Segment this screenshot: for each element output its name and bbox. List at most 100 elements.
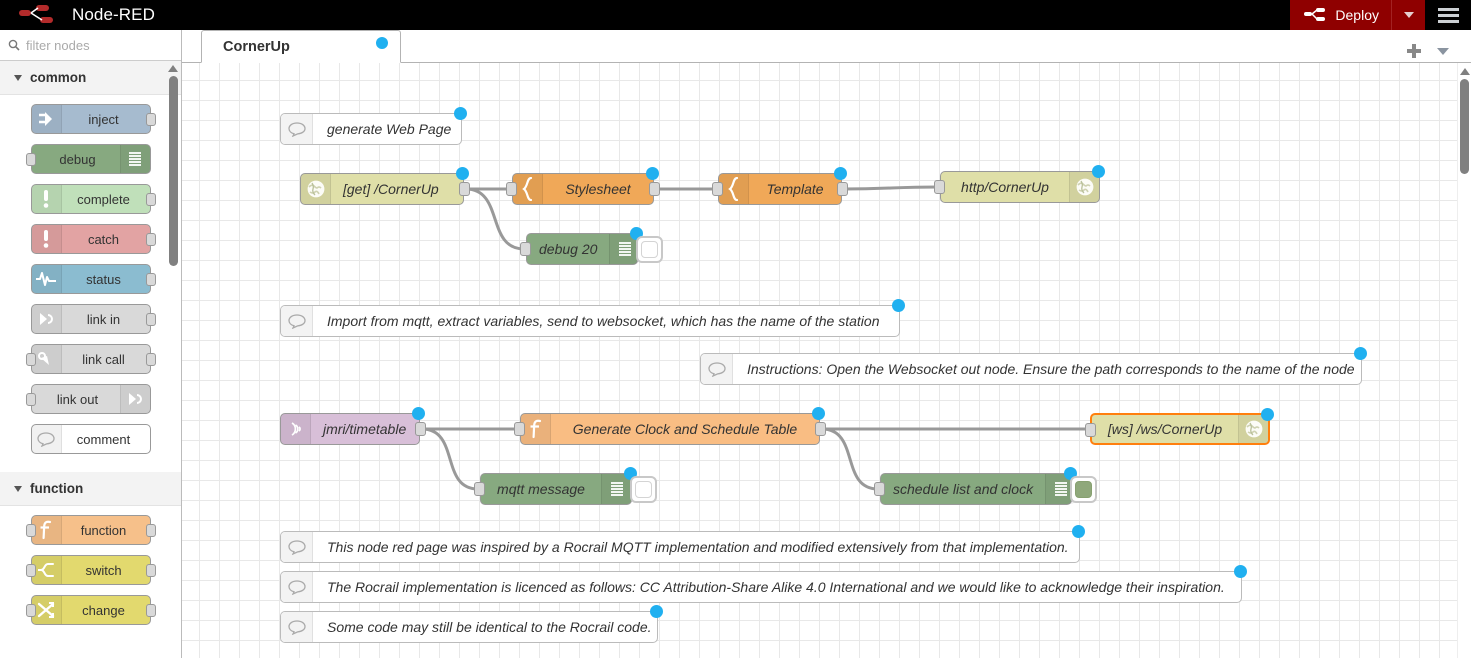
node-http-response-cornerup[interactable]: http/CornerUp bbox=[934, 165, 1105, 203]
palette-category-label: function bbox=[30, 481, 84, 496]
app-header: Node-RED Deploy bbox=[0, 0, 1471, 30]
palette-node-change[interactable]: change bbox=[25, 595, 156, 625]
node-debug-mqtt-message[interactable]: mqtt message bbox=[474, 467, 657, 505]
comment-text: Import from mqtt, extract variables, sen… bbox=[327, 313, 880, 329]
palette-node-port-out bbox=[145, 353, 156, 366]
node-label: mqtt message bbox=[497, 481, 585, 497]
scroll-up-icon[interactable] bbox=[1459, 68, 1470, 75]
debug-toggle-button[interactable] bbox=[630, 476, 657, 503]
comment-instructions[interactable]: Instructions: Open the Websocket out nod… bbox=[700, 347, 1367, 385]
node-template-stylesheet[interactable]: Stylesheet bbox=[506, 167, 660, 205]
changed-indicator bbox=[412, 407, 425, 420]
wire[interactable] bbox=[421, 427, 479, 491]
comment-identical-code[interactable]: Some code may still be identical to the … bbox=[280, 605, 663, 643]
node-port-in[interactable] bbox=[520, 242, 531, 256]
palette-node-complete[interactable]: complete bbox=[30, 184, 156, 214]
palette-node-switch[interactable]: switch bbox=[25, 555, 156, 585]
deploy-options-button[interactable] bbox=[1391, 0, 1425, 30]
comment-licence[interactable]: The Rocrail implementation is licenced a… bbox=[280, 565, 1247, 603]
palette-node-port-out bbox=[145, 524, 156, 537]
palette-node-inject[interactable]: inject bbox=[30, 104, 156, 134]
tab-changed-indicator bbox=[376, 37, 388, 49]
node-port-in[interactable] bbox=[874, 482, 885, 496]
node-websocket-out-cornerup[interactable]: [ws] /ws/CornerUp bbox=[1085, 408, 1274, 445]
comment-import-from-mqtt[interactable]: Import from mqtt, extract variables, sen… bbox=[280, 299, 905, 337]
palette-node-link-out[interactable]: link out bbox=[25, 384, 151, 414]
link-call-icon bbox=[31, 345, 62, 373]
comment-bubble-icon bbox=[281, 572, 313, 602]
palette-node-debug[interactable]: debug bbox=[25, 144, 151, 174]
hamburger-menu-icon bbox=[1437, 19, 1459, 23]
palette-node-label: link in bbox=[86, 311, 121, 327]
node-port-in[interactable] bbox=[1085, 423, 1096, 437]
node-port-in[interactable] bbox=[712, 182, 723, 196]
tab-label: CornerUp bbox=[223, 38, 290, 55]
wire[interactable] bbox=[821, 427, 879, 491]
palette-category-common[interactable]: common bbox=[0, 61, 181, 95]
palette-node-label: link call bbox=[82, 351, 125, 367]
link-in-icon bbox=[31, 305, 62, 333]
node-port-out[interactable] bbox=[459, 182, 470, 196]
function-f-icon bbox=[521, 414, 551, 444]
palette-node-comment[interactable]: comment bbox=[30, 424, 151, 454]
palette-node-label: function bbox=[80, 522, 127, 538]
filter-nodes-input[interactable] bbox=[26, 37, 166, 53]
flow-list-menu-button[interactable] bbox=[1437, 47, 1449, 55]
node-http-in-cornerup[interactable]: [get] /CornerUp bbox=[300, 167, 470, 205]
node-mqtt-in-jmri-timetable[interactable]: jmri/timetable bbox=[280, 407, 426, 445]
scroll-up-icon[interactable] bbox=[168, 65, 178, 72]
tab-cornerup[interactable]: CornerUp bbox=[201, 30, 401, 63]
comment-bubble-icon bbox=[31, 425, 62, 453]
changed-indicator bbox=[834, 167, 847, 180]
palette-node-port-out bbox=[145, 604, 156, 617]
node-function-generate-clock[interactable]: Generate Clock and Schedule Table bbox=[514, 407, 826, 445]
node-port-in[interactable] bbox=[474, 482, 485, 496]
palette-node-function[interactable]: function bbox=[25, 515, 156, 545]
comment-generate-web-page[interactable]: generate Web Page bbox=[280, 107, 467, 145]
palette-node-status[interactable]: status bbox=[30, 264, 156, 294]
canvas-scrollbar[interactable] bbox=[1457, 63, 1471, 658]
node-debug-schedule-list-and-clock[interactable]: schedule list and clock bbox=[874, 467, 1097, 505]
scrollbar-thumb[interactable] bbox=[168, 76, 178, 266]
wire[interactable] bbox=[843, 185, 939, 191]
palette-node-link-in[interactable]: link in bbox=[30, 304, 156, 334]
mqtt-waves-icon bbox=[281, 414, 311, 444]
node-port-out[interactable] bbox=[649, 182, 660, 196]
main-menu-button[interactable] bbox=[1425, 0, 1471, 30]
scrollbar-thumb[interactable] bbox=[1460, 79, 1469, 174]
comment-bubble-icon bbox=[281, 306, 313, 336]
node-port-in[interactable] bbox=[934, 180, 945, 194]
node-label: http/CornerUp bbox=[961, 179, 1049, 195]
node-port-out[interactable] bbox=[815, 422, 826, 436]
search-icon bbox=[8, 39, 20, 51]
node-port-in[interactable] bbox=[506, 182, 517, 196]
debug-lines-icon bbox=[601, 474, 631, 504]
palette-node-link-call[interactable]: link call bbox=[25, 344, 156, 374]
comment-bubble-icon bbox=[281, 612, 313, 642]
link-out-icon bbox=[119, 385, 150, 413]
palette-node-catch[interactable]: catch bbox=[30, 224, 156, 254]
node-port-out[interactable] bbox=[837, 182, 848, 196]
palette-category-function[interactable]: function bbox=[0, 472, 181, 506]
palette-node-port-in bbox=[25, 393, 36, 406]
deploy-button[interactable]: Deploy bbox=[1290, 0, 1391, 30]
node-template-main[interactable]: Template bbox=[712, 167, 848, 205]
node-debug-20[interactable]: debug 20 bbox=[520, 227, 663, 265]
debug-toggle-state bbox=[635, 481, 652, 498]
node-port-in[interactable] bbox=[514, 422, 525, 436]
palette-node-port-in bbox=[25, 353, 36, 366]
palette-node-port-in bbox=[25, 153, 36, 166]
palette-category-body-common: inject debug complete catch status link in lin… bbox=[0, 95, 181, 472]
palette-filter[interactable] bbox=[0, 30, 181, 61]
add-flow-button[interactable] bbox=[1407, 44, 1421, 58]
changed-indicator bbox=[812, 407, 825, 420]
header-actions: Deploy bbox=[1290, 0, 1471, 30]
debug-toggle-button[interactable] bbox=[636, 236, 663, 263]
node-port-out[interactable] bbox=[415, 422, 426, 436]
changed-indicator bbox=[1261, 408, 1274, 421]
debug-toggle-button[interactable] bbox=[1070, 476, 1097, 503]
comment-inspired-by-rocrail[interactable]: This node red page was inspired by a Roc… bbox=[280, 525, 1085, 563]
palette-node-label: inject bbox=[88, 111, 119, 127]
palette-scrollbar[interactable] bbox=[167, 61, 179, 658]
